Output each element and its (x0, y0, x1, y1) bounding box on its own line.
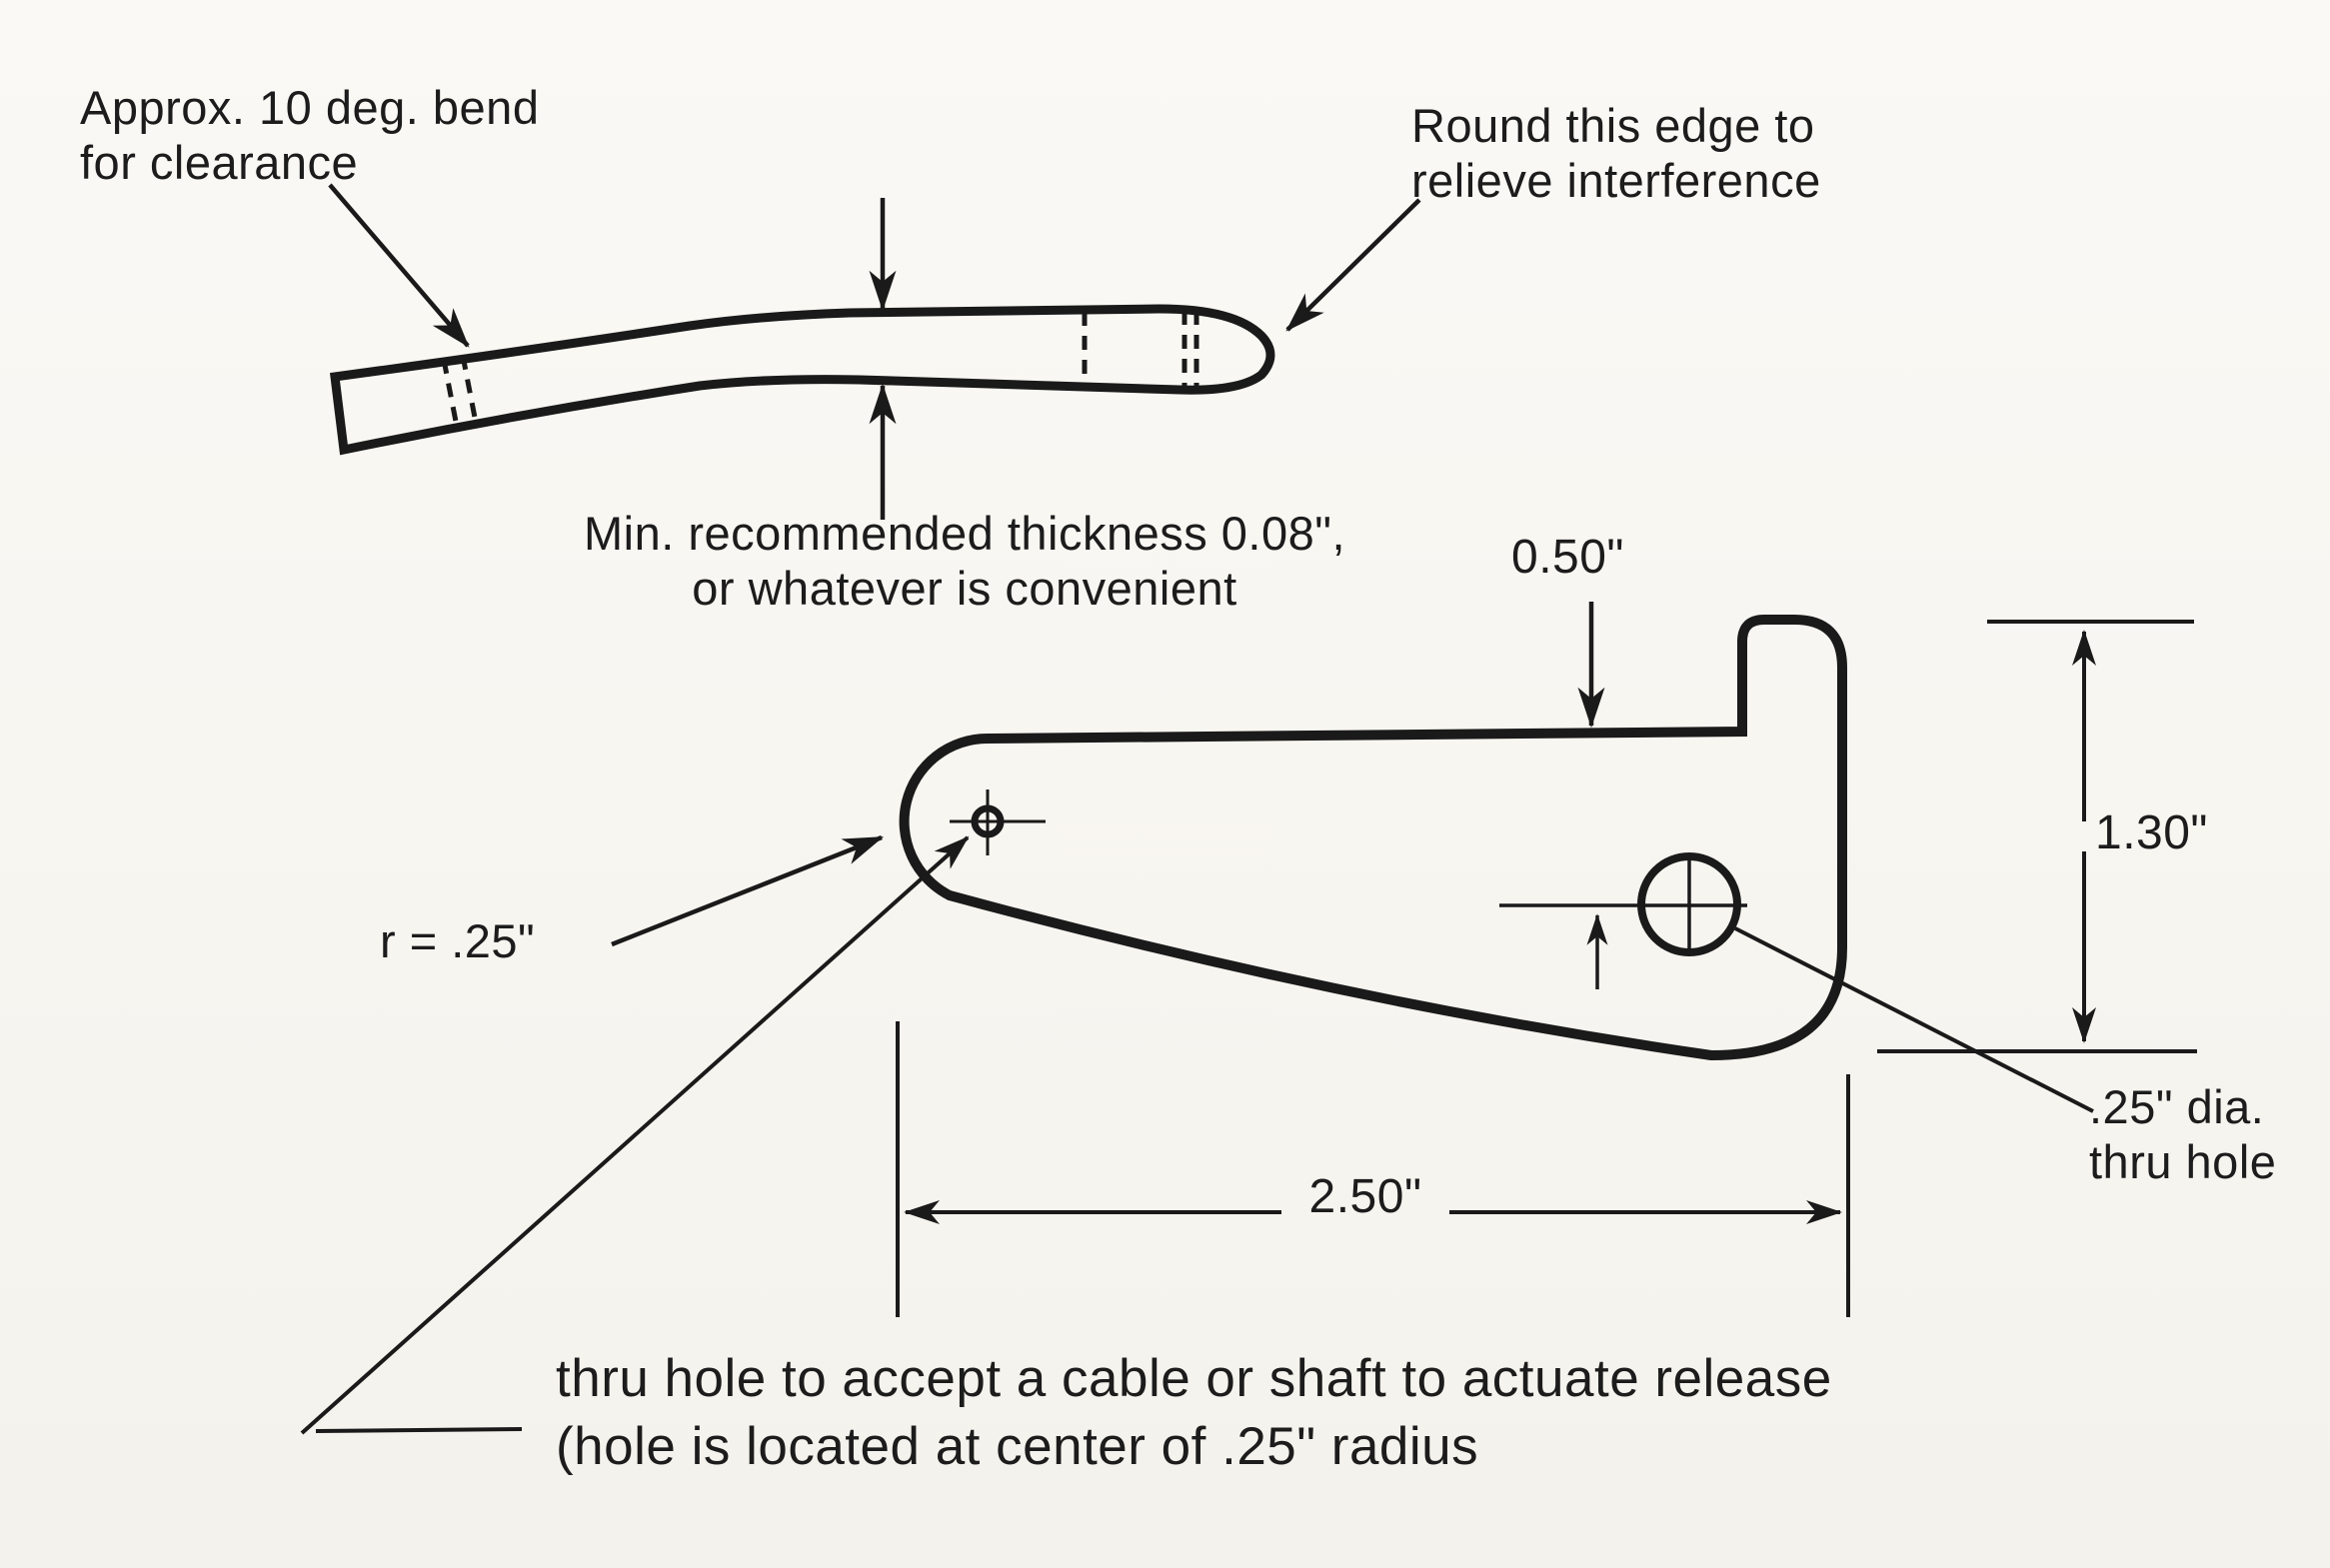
thickness-note-label: Min. recommended thickness 0.08", or wha… (583, 507, 1346, 616)
lever-outline (899, 615, 1847, 1061)
bend-dash-marks (441, 355, 480, 433)
hole-dia-label: .25" dia. thru hole (2089, 1080, 2277, 1189)
bend-note-label: Approx. 10 deg. bend for clearance (80, 81, 540, 190)
bend-note-leader-arrow (328, 183, 470, 348)
radius-label: r = .25" (380, 914, 536, 967)
dim-130 (1877, 620, 2197, 1053)
hole-dia-leader (1734, 926, 2094, 1113)
strip-outline (329, 304, 1275, 456)
dim-050-label: 0.50" (1511, 531, 1624, 584)
round-edge-note-label: Round this edge to relieve interference (1411, 99, 1821, 208)
dim-130-label: 1.30" (2095, 806, 2208, 859)
round-edge-leader-arrow (1285, 198, 1421, 332)
radius-leader-arrow (611, 834, 885, 947)
dim-250-label: 2.50" (1308, 1170, 1422, 1223)
edge-dash-marks (1082, 311, 1199, 392)
plan-view (300, 602, 2197, 1435)
dim-250 (896, 1021, 1850, 1317)
thru-hole-note-leader (300, 835, 970, 1435)
side-profile-view (328, 183, 1421, 520)
thru-hole (1499, 852, 1747, 989)
thru-hole-note-label: thru hole to accept a cable or shaft to … (556, 1349, 1832, 1476)
cable-hole (950, 789, 1046, 855)
